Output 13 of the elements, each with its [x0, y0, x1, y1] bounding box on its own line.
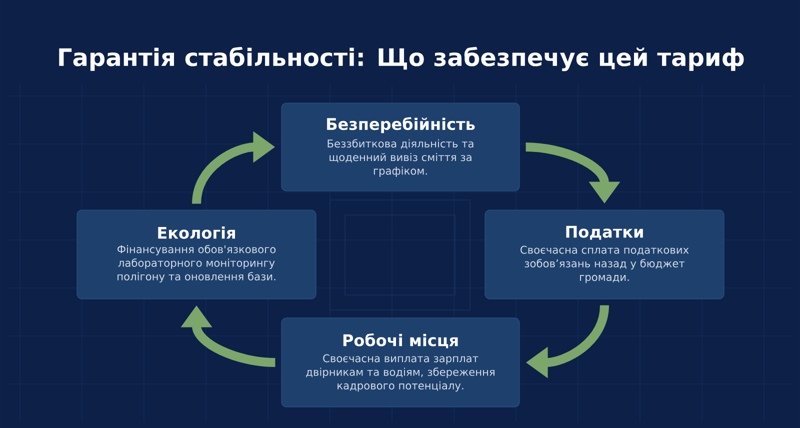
card-text: Фінансування обов'язкового лабораторного моніторингу полігону та оновлення бази.	[118, 244, 276, 282]
info-card	[281, 318, 520, 408]
card-text: Беззбиткова діяльність та щоденний вивіз сміття за графіком.	[328, 139, 474, 177]
card-title: Безперебійність	[327, 117, 475, 134]
card-title: Податки	[566, 226, 643, 240]
info-card	[281, 102, 520, 192]
info-card	[484, 210, 724, 300]
card-title: Екологія	[158, 226, 235, 239]
card-text: Своєчасна сплата податкових зобов’язань назад у бюджет громади.	[520, 246, 689, 284]
card-text: Своєчасна виплата зарплат двірникам та водіям, збереження кадрового потенціалу.	[306, 354, 494, 392]
card-title: Робочі місця	[343, 333, 458, 348]
title: Гарантія стабільності: Що забезпечує цей тариф	[59, 46, 744, 72]
info-card	[76, 210, 316, 300]
